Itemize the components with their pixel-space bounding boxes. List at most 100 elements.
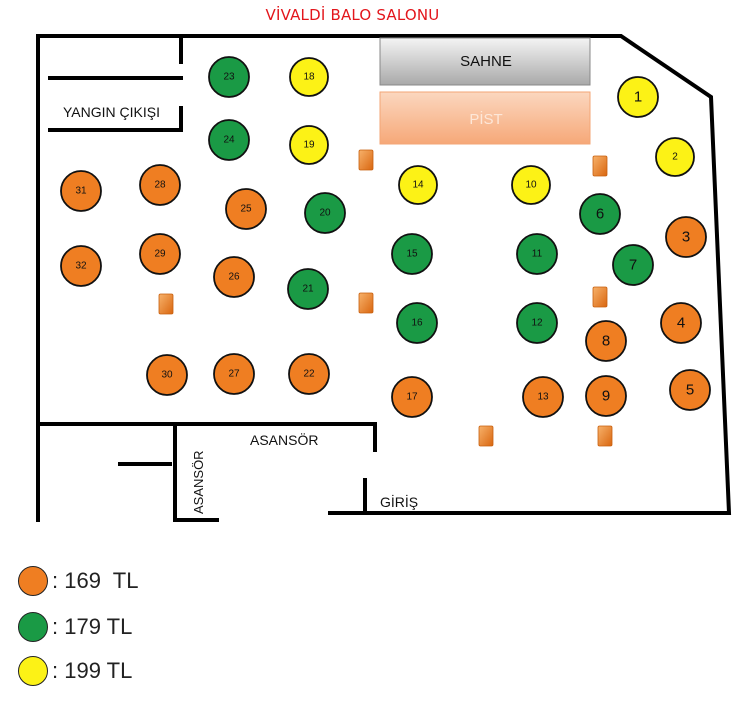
legend-swatch-orange (18, 566, 48, 596)
table-7-circle (612, 244, 654, 286)
table-29-circle (139, 233, 181, 275)
legend-swatch-green (18, 612, 48, 642)
table-17-circle (391, 376, 433, 418)
table-9: 9 (585, 375, 627, 417)
table-5: 5 (669, 369, 711, 411)
table-22-circle (288, 353, 330, 395)
table-14-circle (398, 165, 438, 205)
table-2-circle (655, 137, 695, 177)
table-30: 30 (146, 354, 188, 396)
table-19-circle (289, 125, 329, 165)
table-12-circle (516, 302, 558, 344)
table-32: 32 (60, 245, 102, 287)
table-28: 28 (139, 164, 181, 206)
table-10-number: 10 (525, 180, 537, 191)
pillar-6 (478, 425, 494, 447)
table-19-number: 19 (303, 140, 315, 151)
table-3-circle (665, 216, 707, 258)
table-11-circle (516, 233, 558, 275)
table-20-circle (304, 192, 346, 234)
table-31-circle (60, 170, 102, 212)
table-15-circle (391, 233, 433, 275)
table-27: 27 (213, 353, 255, 395)
floor-plan: SAHNE PİST YANGIN ÇIKIŞI ASANSÖR ASANSÖR… (36, 34, 732, 522)
table-26-number: 26 (228, 272, 240, 283)
dance-floor-label: PİST (469, 110, 502, 128)
table-18-number: 18 (303, 72, 315, 83)
table-5-number: 5 (686, 382, 694, 399)
table-10-circle (511, 165, 551, 205)
table-24: 24 (208, 119, 250, 161)
table-29-number: 29 (154, 249, 166, 260)
dance-floor (379, 91, 591, 145)
legend-label-169: : 169 TL (52, 568, 139, 593)
table-27-number: 27 (228, 369, 240, 380)
pillar-7 (597, 425, 613, 447)
table-3-number: 3 (682, 229, 690, 246)
legend-item-169: : 169 TL (18, 566, 138, 596)
table-31-number: 31 (75, 186, 87, 197)
table-6: 6 (579, 193, 621, 235)
table-30-circle (146, 354, 188, 396)
table-1-circle (617, 76, 659, 118)
table-16: 16 (396, 302, 438, 344)
table-2: 2 (655, 137, 695, 177)
legend-label-179: : 179 TL (52, 614, 133, 639)
table-19: 19 (289, 125, 329, 165)
table-21-circle (287, 268, 329, 310)
table-12-number: 12 (531, 318, 543, 329)
table-25-number: 25 (240, 204, 252, 215)
table-26: 26 (213, 256, 255, 298)
tables: 1234567891011121314151617181920212223242… (60, 56, 711, 418)
table-13: 13 (522, 376, 564, 418)
table-23-number: 23 (223, 72, 235, 83)
table-32-circle (60, 245, 102, 287)
table-21: 21 (287, 268, 329, 310)
table-23-circle (208, 56, 250, 98)
table-22-number: 22 (303, 369, 315, 380)
table-7-number: 7 (629, 257, 637, 274)
entrance-label: GİRİŞ (380, 493, 418, 510)
table-9-number: 9 (602, 388, 610, 405)
table-7: 7 (612, 244, 654, 286)
table-6-number: 6 (596, 206, 604, 223)
table-4-number: 4 (677, 315, 685, 332)
table-26-circle (213, 256, 255, 298)
table-15-number: 15 (406, 249, 418, 260)
table-14: 14 (398, 165, 438, 205)
table-12: 12 (516, 302, 558, 344)
table-4: 4 (660, 302, 702, 344)
elevator-label-top: ASANSÖR (250, 431, 318, 448)
table-9-circle (585, 375, 627, 417)
table-16-number: 16 (411, 318, 423, 329)
legend-swatch-yellow (18, 656, 48, 686)
pillar-1 (358, 149, 374, 171)
table-17: 17 (391, 376, 433, 418)
pillar-4 (358, 292, 374, 314)
table-29: 29 (139, 233, 181, 275)
table-28-number: 28 (154, 180, 166, 191)
outer-wall (36, 34, 732, 522)
pillar-5 (592, 286, 608, 308)
venue-title: VİVALDİ BALO SALONU (265, 6, 440, 24)
table-14-number: 14 (412, 180, 424, 191)
table-3: 3 (665, 216, 707, 258)
table-8-number: 8 (602, 333, 610, 350)
pillar-3 (158, 293, 174, 315)
pillars (158, 149, 613, 447)
table-16-circle (396, 302, 438, 344)
table-13-number: 13 (537, 392, 549, 403)
table-30-number: 30 (161, 370, 173, 381)
fire-exit-label: YANGIN ÇIKIŞI (63, 104, 160, 120)
table-28-circle (139, 164, 181, 206)
table-27-circle (213, 353, 255, 395)
table-1-number: 1 (634, 89, 642, 106)
table-21-number: 21 (302, 284, 314, 295)
elevator-label-side: ASANSÖR (191, 450, 206, 514)
pillar-2 (592, 155, 608, 177)
table-25-circle (225, 188, 267, 230)
legend-item-179: : 179 TL (18, 612, 132, 642)
table-22: 22 (288, 353, 330, 395)
table-2-number: 2 (672, 152, 678, 163)
table-4-circle (660, 302, 702, 344)
